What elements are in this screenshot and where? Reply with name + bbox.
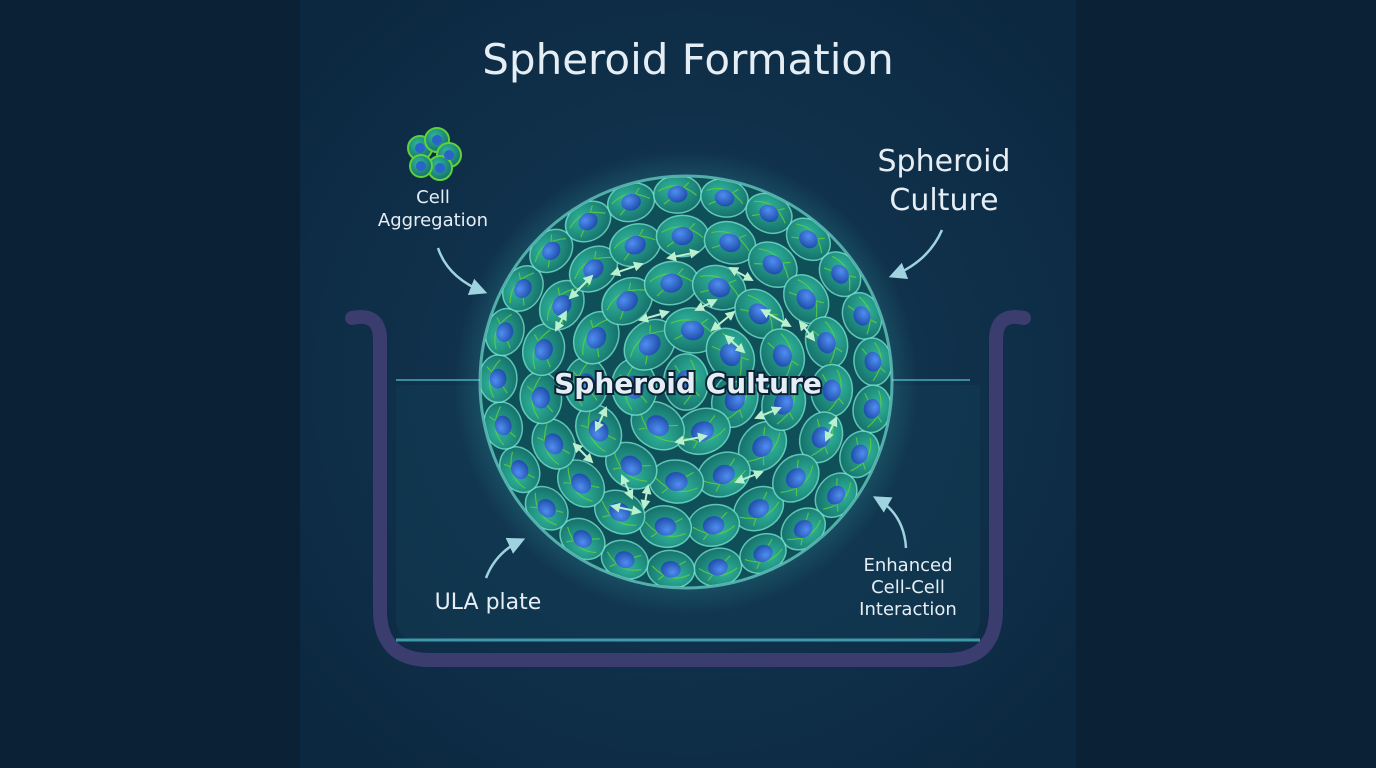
label-spheroid: Spheroid <box>878 144 1011 179</box>
label-cell-cell: Cell-Cell <box>871 577 945 598</box>
label-center: Spheroid Culture <box>554 367 822 400</box>
page-title: Spheroid Formation <box>482 35 894 84</box>
label-cell: Cell <box>416 187 450 208</box>
spheroid-cell <box>479 355 518 403</box>
label-culture: Culture <box>889 183 998 218</box>
label-enhanced: Enhanced <box>863 555 952 576</box>
label-interaction: Interaction <box>859 599 957 620</box>
label-ula-plate: ULA plate <box>435 590 542 615</box>
spheroid-cell <box>656 215 709 258</box>
label-aggregation: Aggregation <box>378 210 488 231</box>
